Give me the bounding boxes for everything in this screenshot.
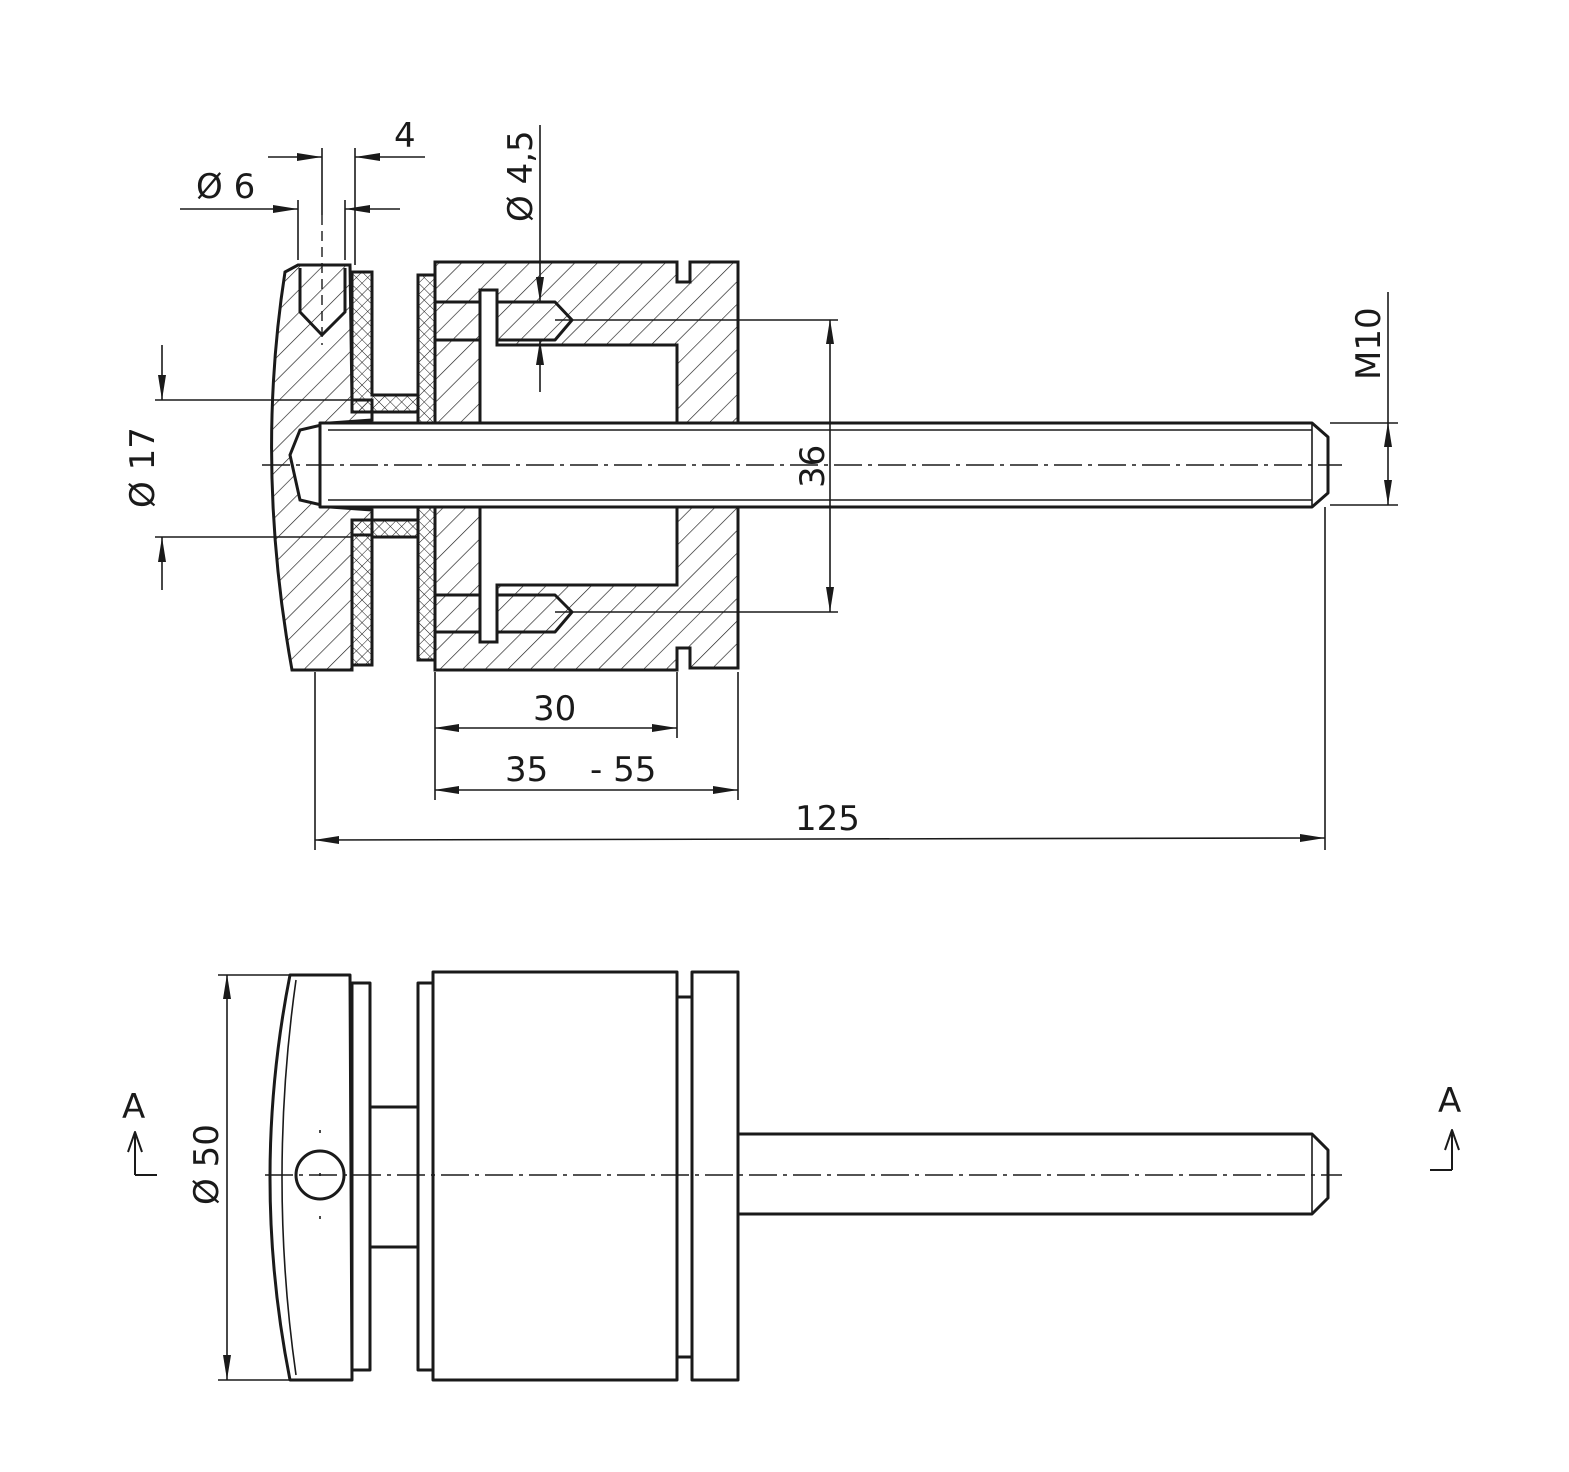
dim-thread: M10	[1349, 307, 1389, 380]
cap-section	[270, 263, 374, 672]
gasket-plate-left-lower	[350, 518, 420, 667]
neck	[368, 1105, 420, 1249]
section-view: 4 Ø 6 Ø 4,5 Ø 17 36 M10 30	[123, 116, 1398, 850]
dim-glass-max: - 55	[590, 750, 656, 790]
dim-bolt-circle: 36	[793, 445, 833, 488]
body-section-bottom	[433, 505, 740, 672]
dim-screw-hole-diameter: Ø 4,5	[501, 130, 541, 222]
section-mark-left: A	[122, 1087, 145, 1127]
section-arrow-right-icon	[1430, 1129, 1460, 1171]
body-section-top	[433, 260, 740, 425]
section-arrow-left-icon	[127, 1131, 157, 1176]
body	[431, 970, 679, 1382]
clamp-plate	[350, 981, 372, 1372]
dim-cap-diameter: Ø 50	[187, 1124, 227, 1205]
side-view: Ø 50 A A	[122, 970, 1461, 1382]
dim-glass-min: 35	[505, 750, 548, 790]
cap-outline	[268, 973, 354, 1382]
flange	[690, 970, 740, 1382]
dim-body-length: 30	[533, 689, 576, 729]
gasket	[416, 981, 435, 1372]
section-mark-right: A	[1438, 1081, 1461, 1121]
cap-edge-line	[281, 979, 297, 1376]
gasket-plate-left	[350, 270, 420, 414]
rod-side	[738, 1132, 1330, 1216]
dim-125-line	[314, 834, 1326, 844]
dim-neck-diameter: Ø 17	[123, 427, 163, 508]
dim-slot-width: 4	[394, 116, 416, 156]
body-groove	[675, 995, 694, 1359]
dim-overall-length: 125	[795, 799, 860, 839]
dim-hole-diameter: Ø 6	[196, 167, 255, 207]
